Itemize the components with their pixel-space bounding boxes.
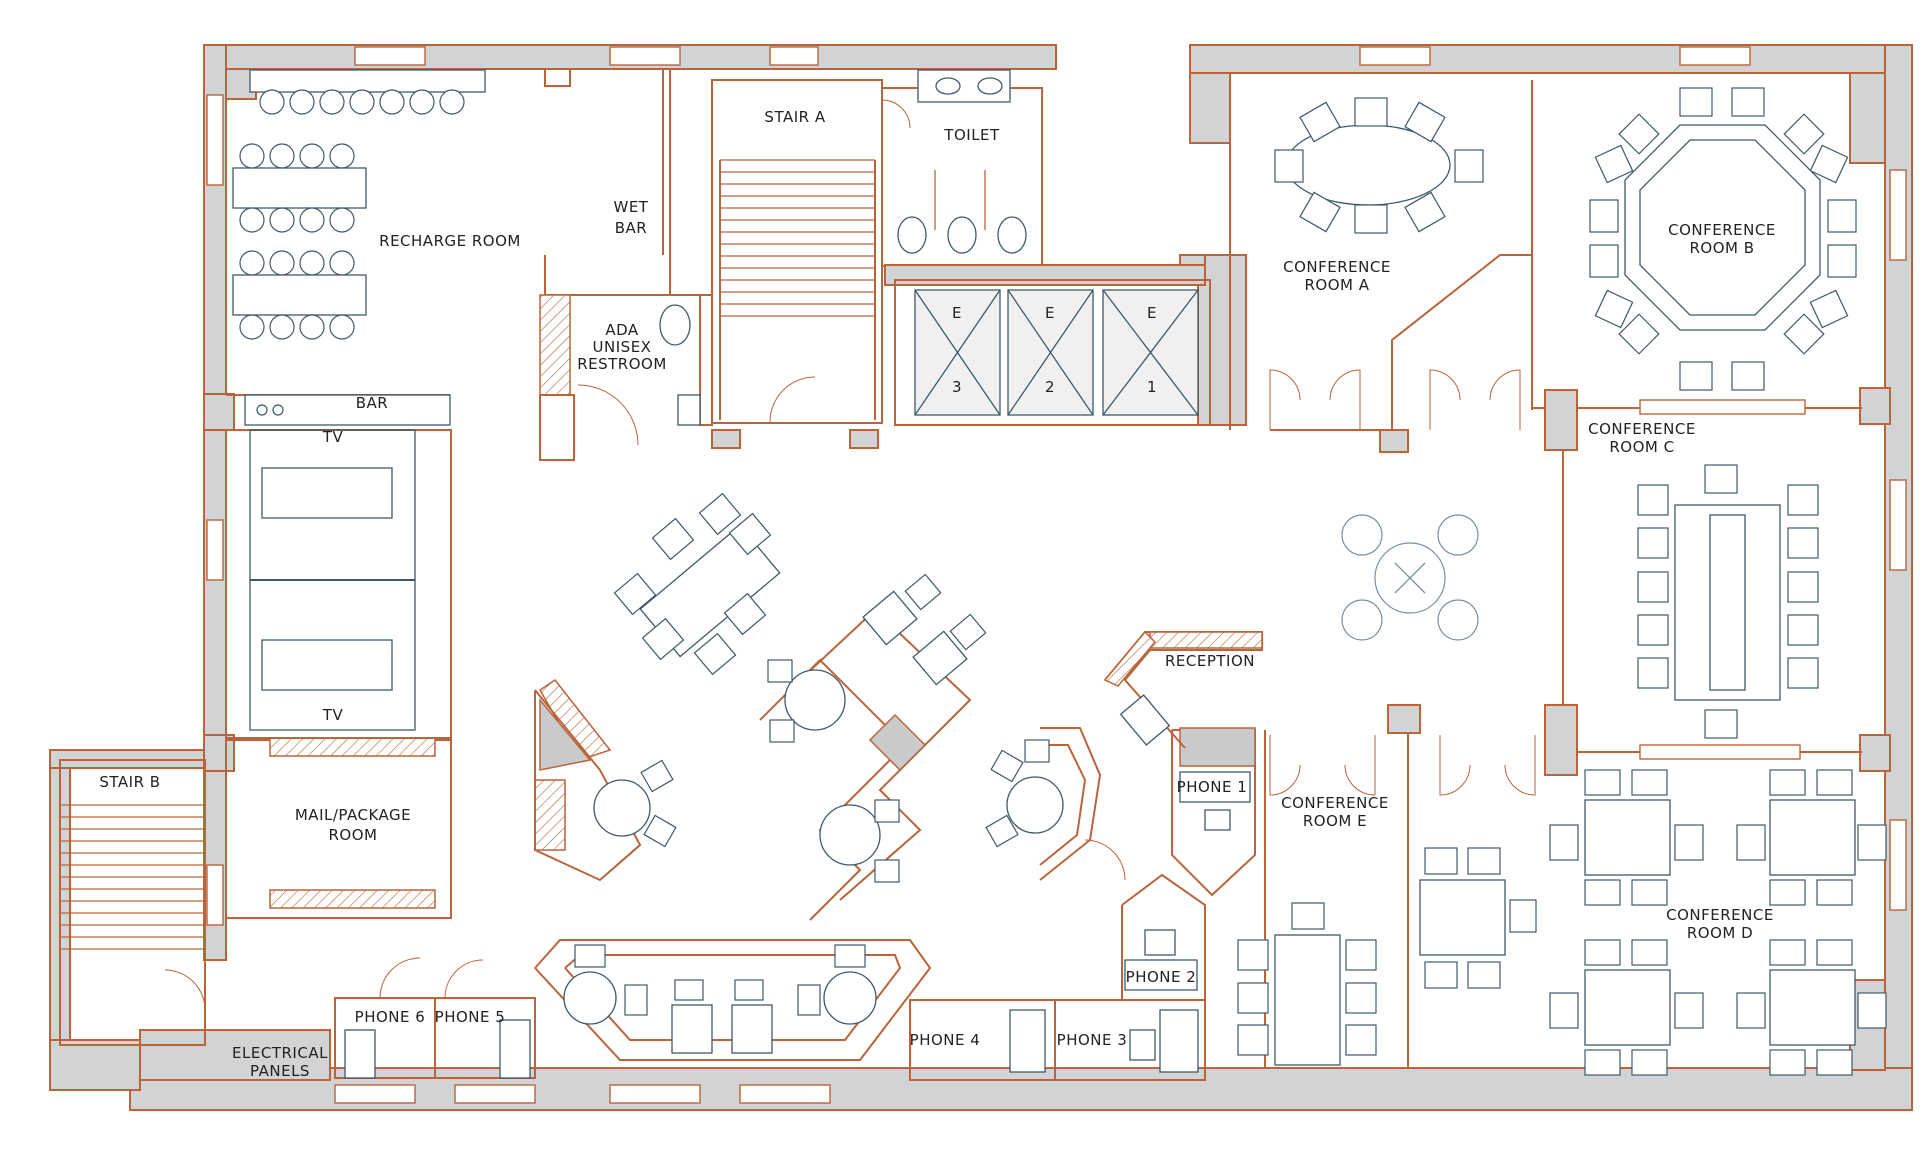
phone-5-label: PHONE 5 [435, 1008, 506, 1026]
conf-e-label-1: CONFERENCE [1281, 794, 1389, 812]
conf-a-label-1: CONFERENCE [1283, 258, 1391, 276]
toilet: TOILET [881, 69, 1043, 267]
ada-label-2: UNISEX [593, 338, 652, 356]
stair-b: STAIR B [59, 759, 206, 1046]
elevator-1: E 1 [1102, 289, 1199, 416]
mail-package-room: MAIL/PACKAGE ROOM [225, 737, 452, 919]
phone-6-label: PHONE 6 [355, 1008, 426, 1026]
electrical-label-1: ELECTRICAL [232, 1044, 328, 1062]
mail-label-1: MAIL/PACKAGE [295, 806, 411, 824]
conference-room-e: CONFERENCE ROOM E [1237, 704, 1537, 1068]
conference-room-a: CONFERENCE ROOM A [1229, 80, 1533, 453]
conf-b-label-2: ROOM B [1689, 239, 1754, 257]
table [232, 274, 367, 316]
conf-d-label-1: CONFERENCE [1666, 906, 1774, 924]
stair-a-label: STAIR A [764, 108, 825, 126]
elevator-2: E 2 [1007, 289, 1094, 416]
toilet-label: TOILET [943, 126, 1000, 144]
bar-and-lounge: BAR TV TV [225, 394, 452, 757]
elevator-3-number: 3 [952, 378, 962, 396]
elevator-bank: E 3 E 2 E 1 [884, 264, 1211, 426]
ada-label-3: RESTROOM [577, 355, 667, 373]
stair-a: STAIR A [711, 79, 883, 449]
phone-1-label: PHONE 1 [1177, 778, 1248, 796]
recharge-room: RECHARGE ROOM [226, 69, 521, 396]
windows [206, 46, 1907, 1104]
conf-e-label-2: ROOM E [1303, 812, 1367, 830]
ada-label-1: ADA [605, 321, 639, 339]
phones-1-2-reception: PHONE 2 PHONE 1 RECEPTION [1084, 630, 1263, 1001]
reception-label: RECEPTION [1165, 652, 1255, 670]
conf-c-label-2: ROOM C [1609, 438, 1674, 456]
lower-left-rooms: ELECTRICAL PANELS PHONE 6 PHONE 5 [232, 957, 536, 1080]
workstation-cluster-left [534, 678, 677, 882]
stair-a-treads [719, 159, 876, 420]
conf-c-label-1: CONFERENCE [1588, 420, 1696, 438]
bar-label: BAR [356, 394, 388, 412]
stair-b-label: STAIR B [99, 773, 160, 791]
workstation-cluster-right [985, 727, 1102, 881]
mail-label-2: ROOM [329, 826, 378, 844]
elevator-3: E 3 [914, 289, 1001, 416]
wet-bar-label-2: BAR [615, 219, 647, 237]
conf-d-label-2: ROOM D [1687, 924, 1753, 942]
ada-restroom: ADA UNISEX RESTROOM [539, 294, 713, 461]
wet-bar: WET BAR [544, 69, 671, 296]
elevator-1-number: 1 [1147, 378, 1157, 396]
phones-4-3: PHONE 4 PHONE 3 [909, 999, 1206, 1081]
tv-top-label: TV [322, 428, 344, 446]
recharge-room-label: RECHARGE ROOM [379, 232, 521, 250]
electrical-label-2: PANELS [250, 1062, 310, 1080]
elevator-3-letter: E [952, 304, 962, 322]
recharge-table-chairs [239, 143, 355, 340]
phone-4-label: PHONE 4 [910, 1031, 981, 1049]
tv-bottom-label: TV [322, 706, 344, 724]
workstation-cluster-top [613, 492, 781, 676]
elevator-2-letter: E [1045, 304, 1055, 322]
conference-room-b: CONFERENCE ROOM B [1531, 80, 1862, 410]
wet-bar-label-1: WET [614, 198, 649, 216]
cafe-table-cluster [1341, 514, 1479, 641]
recharge-bench-chairs [259, 89, 465, 115]
elevator-1-letter: E [1147, 304, 1157, 322]
workstation-cluster-center [759, 573, 987, 921]
table [232, 167, 367, 209]
conf-b-label-1: CONFERENCE [1668, 221, 1776, 239]
conf-a-label-2: ROOM A [1304, 276, 1369, 294]
conference-room-d: CONFERENCE ROOM D [1549, 769, 1887, 1076]
conference-room-c: CONFERENCE ROOM C [1544, 389, 1862, 776]
lower-lounge-seating [534, 939, 932, 1061]
phone-3-label: PHONE 3 [1057, 1031, 1128, 1049]
elevator-2-number: 2 [1045, 378, 1055, 396]
phone-2-label: PHONE 2 [1126, 968, 1197, 986]
